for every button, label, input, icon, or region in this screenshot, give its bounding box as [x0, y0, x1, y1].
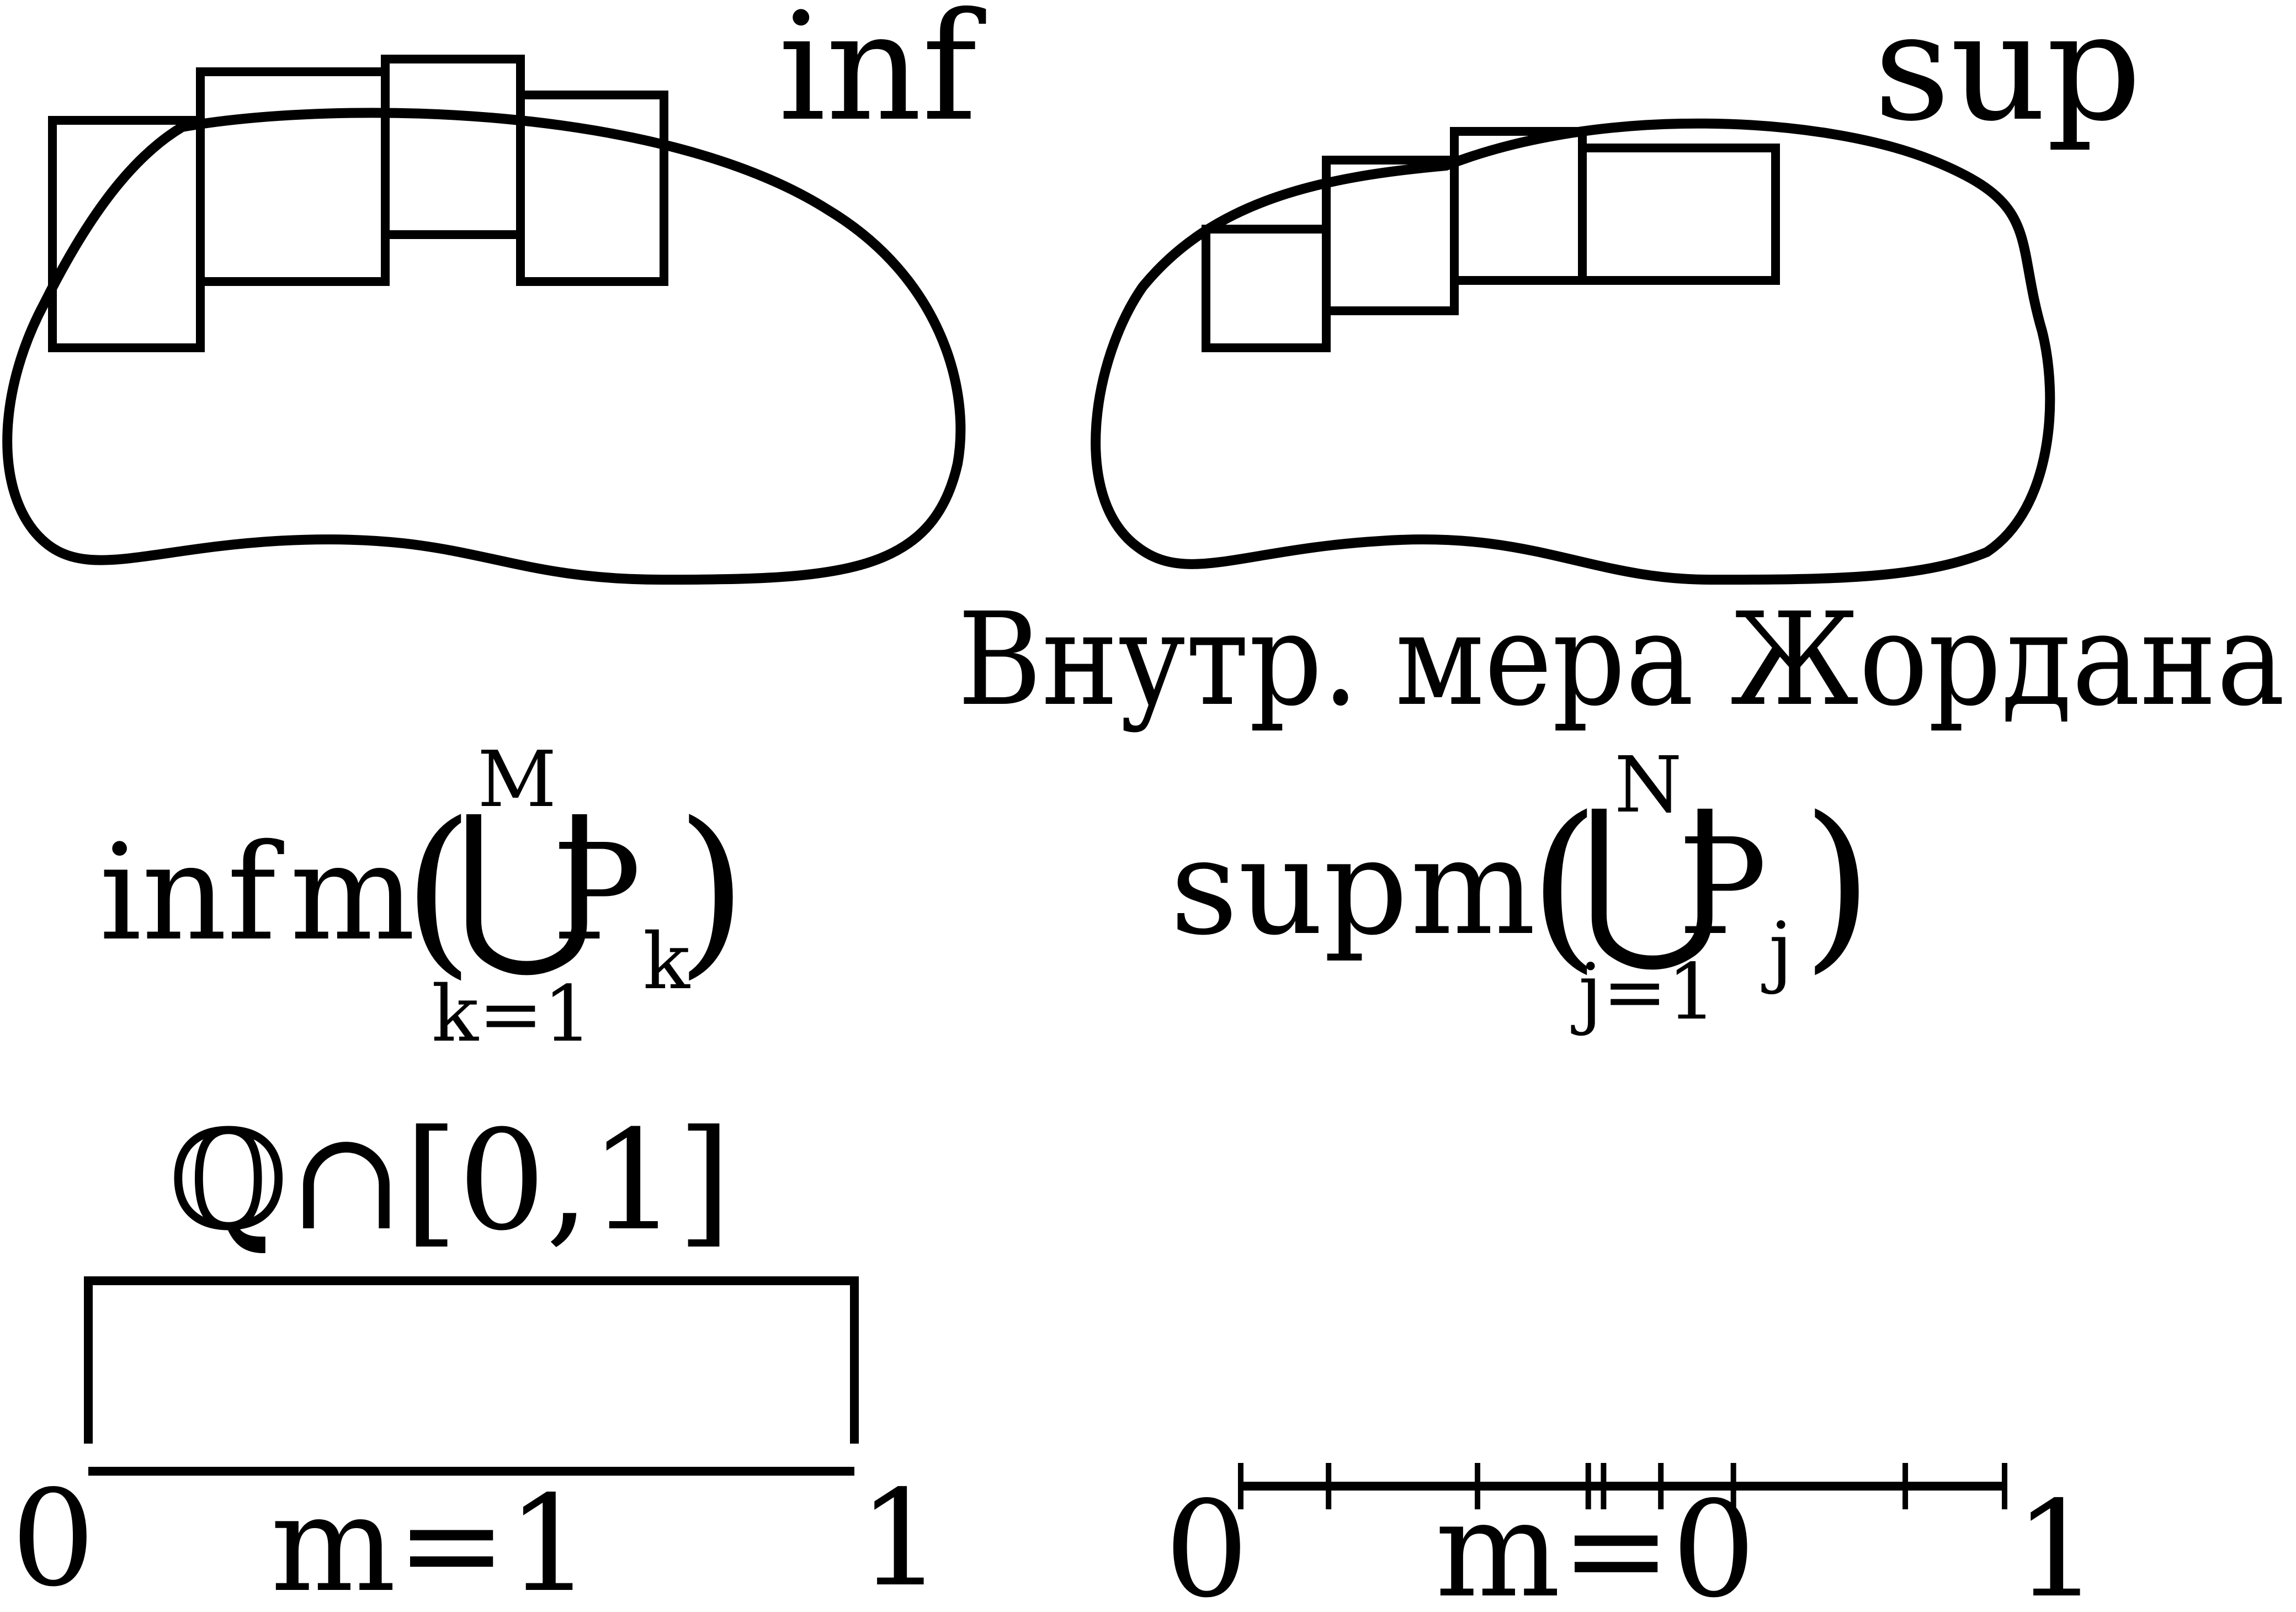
- right-formula-func: m: [1410, 810, 1536, 964]
- left-formula-open-paren: (: [403, 783, 474, 995]
- left-formula-union: ⋃: [454, 778, 599, 983]
- right-formula-open-paren: (: [1529, 778, 1600, 990]
- right-inner-rect-1: [1202, 225, 1331, 352]
- bottom-left-segment: ℚ∩[0,1] 0 1 m=1: [11, 1100, 943, 1612]
- right-figure: sup Внутр. мера Жордана: [958, 0, 2285, 734]
- right-formula-union: ⋃: [1580, 772, 1725, 978]
- right-measure-value: m=0: [1435, 1472, 1756, 1612]
- right-interval-zero: 0: [1165, 1472, 1249, 1612]
- right-interval-one: 1: [2015, 1472, 2099, 1612]
- left-interval-zero: 0: [11, 1461, 95, 1612]
- right-region-outline: [1091, 118, 2055, 585]
- left-formula-close-paren: ): [676, 783, 747, 995]
- left-measure-value: m=1: [270, 1467, 591, 1612]
- right-inner-rect-4: [1578, 144, 1780, 285]
- left-cover-rect-3: [381, 55, 525, 239]
- left-figure: inf: [2, 0, 987, 585]
- right-formula-operator: sup: [1170, 810, 1408, 964]
- left-formula-term: P: [552, 815, 641, 970]
- left-cover-rect-2: [196, 67, 390, 286]
- left-formula: inf m ( ⋃ M k=1 P k ): [99, 735, 747, 1059]
- rational-set-label: ℚ∩[0,1]: [168, 1100, 731, 1261]
- left-formula-operator: inf: [99, 815, 284, 970]
- left-label-inf: inf: [778, 0, 987, 154]
- right-caption: Внутр. мера Жордана: [958, 585, 2285, 734]
- right-formula-close-paren: ): [1802, 778, 1873, 990]
- left-formula-func: m: [290, 815, 416, 970]
- left-cover-rect-1: [48, 116, 205, 352]
- bottom-right-segment: 0 1 m=0: [1165, 1463, 2099, 1612]
- left-interval-one: 1: [858, 1461, 943, 1612]
- right-formula-upper-limit: N: [1614, 740, 1682, 830]
- right-label-sup: sup: [1874, 0, 2141, 154]
- left-formula-subscript: k: [643, 917, 690, 1007]
- left-cover-rect-4: [516, 91, 668, 286]
- right-formula-lower-limit: j=1: [1571, 947, 1716, 1037]
- left-region-outline: [2, 108, 966, 585]
- cover-bracket: [84, 1276, 859, 1444]
- tick-marks: [1238, 1463, 2007, 1509]
- left-formula-lower-limit: k=1: [432, 969, 592, 1059]
- right-formula-term: P: [1678, 810, 1767, 964]
- left-formula-upper-limit: M: [477, 735, 556, 825]
- right-formula: sup m ( ⋃ N j=1 P j ): [1170, 740, 1873, 1037]
